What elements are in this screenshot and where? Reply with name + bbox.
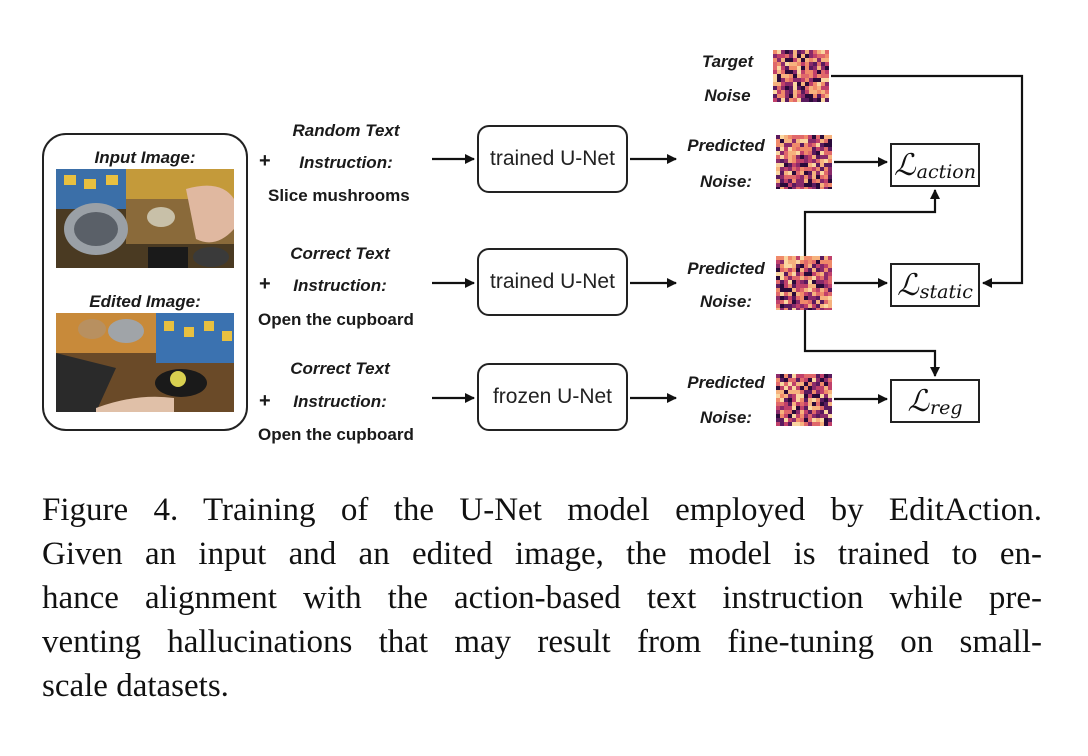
target-noise-label: Noise [704,86,751,105]
edited-image [56,313,234,412]
row2-instruction-word: Instruction: [293,276,387,295]
row1-instruction-type: Random Text [292,121,400,140]
row1-predicted-label: Predicted [687,136,765,155]
loss-reg-symbol: ℒ [907,383,930,419]
target-noise-image [773,50,829,102]
input-images-panel [42,133,248,431]
row3-instruction-text: Open the cupboard [258,425,414,444]
row3-noise-label: Noise: [700,408,752,427]
loss-action-subscript: action [916,161,976,183]
caption-line-3: hance alignment with the action-based te… [42,580,1042,616]
row1-instruction-text: Slice mushrooms [268,186,410,205]
predicted-noise-image-3 [776,374,832,426]
input-image-label: Input Image: [94,148,196,167]
row1-noise-label: Noise: [700,172,752,191]
row3-instruction-word: Instruction: [293,392,387,411]
caption-line-4: venting hallucinations that may result f… [42,624,1042,660]
input-image [56,169,234,268]
row3-instruction-type: Correct Text [290,359,390,378]
frozen-unet-box: frozen U-Net [477,363,628,431]
row2-instruction-type: Correct Text [290,244,390,263]
arrow-noise2-to-loss-action [803,189,940,256]
row1-instruction-word: Instruction: [299,153,393,172]
trained-unet-box-2: trained U-Net [477,248,628,316]
target-label: Target [701,52,754,71]
plus-sign-3: + [259,390,271,412]
diagram-arrows [432,74,1024,404]
predicted-noise-image-1 [776,135,832,189]
loss-reg-subscript: reg [930,397,963,419]
row3-predicted-label: Predicted [687,373,765,392]
trained-unet-box-1: trained U-Net [477,125,628,193]
figure-caption: Figure 4. Training of the U-Net model em… [42,488,1042,708]
row2-predicted-label: Predicted [687,259,765,278]
caption-line-2: Given an input and an edited image, the … [42,536,1042,572]
plus-sign-1: + [259,150,271,172]
plus-sign-2: + [259,273,271,295]
caption-line-5: scale datasets. [42,668,229,704]
arrow-noise2-to-loss-reg [803,310,940,377]
caption-line-1: Figure 4. Training of the U-Net model em… [42,492,1042,528]
loss-static-subscript: static [919,281,973,303]
loss-action-symbol: ℒ [894,147,916,183]
loss-static-symbol: ℒ [897,267,919,303]
predicted-noise-image-2 [776,256,832,310]
edited-image-label: Edited Image: [89,292,201,311]
row2-noise-label: Noise: [700,292,752,311]
row2-instruction-text: Open the cupboard [258,310,414,329]
arrow-target-to-loss-static [831,74,1024,288]
